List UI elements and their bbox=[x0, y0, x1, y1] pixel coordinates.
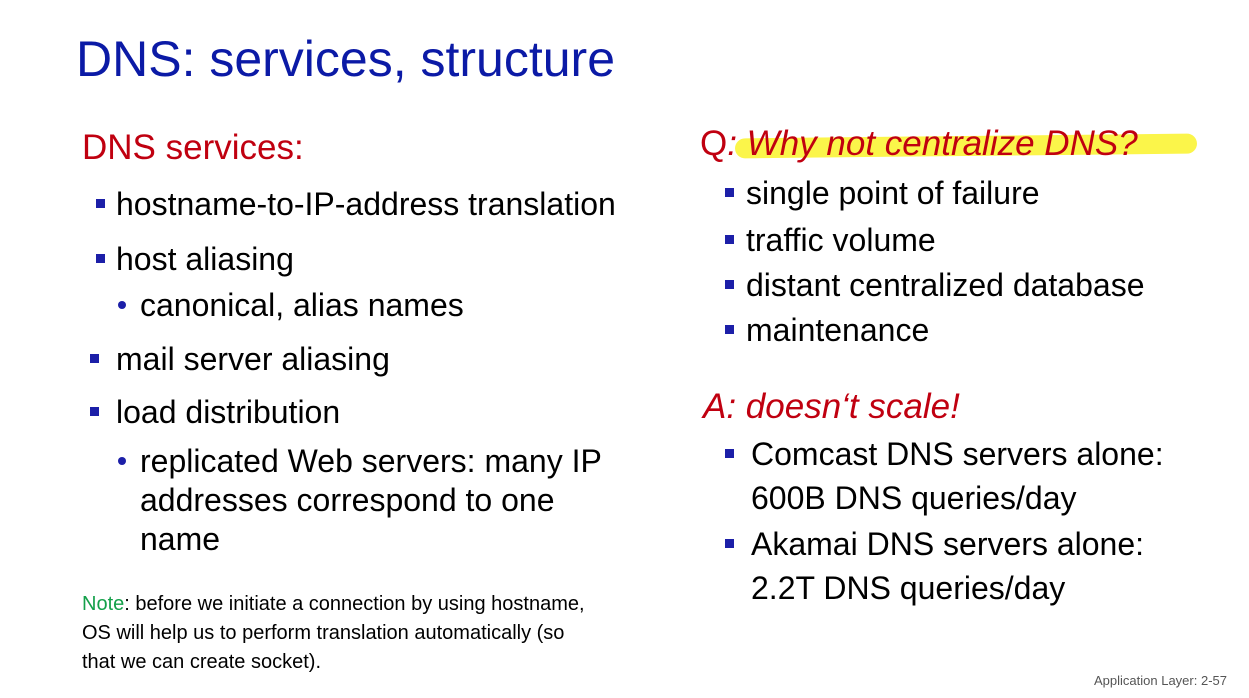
answer-heading: A: doesn‘t scale! bbox=[703, 387, 960, 426]
square-bullet-icon bbox=[725, 449, 734, 458]
square-bullet-icon bbox=[725, 280, 734, 289]
square-bullet-icon bbox=[725, 325, 734, 334]
list-item-continuation: 600B DNS queries/day bbox=[751, 480, 1077, 516]
slide-footer: Application Layer: 2-57 bbox=[1094, 673, 1227, 688]
sub-list-item-continuation: addresses correspond to one bbox=[140, 482, 555, 518]
round-bullet-icon bbox=[118, 457, 126, 465]
square-bullet-icon bbox=[725, 235, 734, 244]
note-label: Note bbox=[82, 593, 125, 615]
slide-title: DNS: services, structure bbox=[76, 31, 616, 87]
question-heading: Q: Why not centralize DNS? bbox=[700, 124, 1138, 163]
sub-list-item-continuation: name bbox=[140, 521, 221, 557]
square-bullet-icon bbox=[96, 254, 105, 263]
square-bullet-icon bbox=[96, 199, 105, 208]
dns-services-heading: DNS services: bbox=[82, 128, 304, 167]
list-item-continuation: 2.2T DNS queries/day bbox=[751, 570, 1066, 606]
square-bullet-icon bbox=[90, 407, 99, 416]
note-text: Note: before we initiate a connection by… bbox=[82, 593, 585, 673]
square-bullet-icon bbox=[725, 188, 734, 197]
square-bullet-icon bbox=[90, 354, 99, 363]
round-bullet-icon bbox=[118, 301, 126, 309]
square-bullet-icon bbox=[725, 539, 734, 548]
